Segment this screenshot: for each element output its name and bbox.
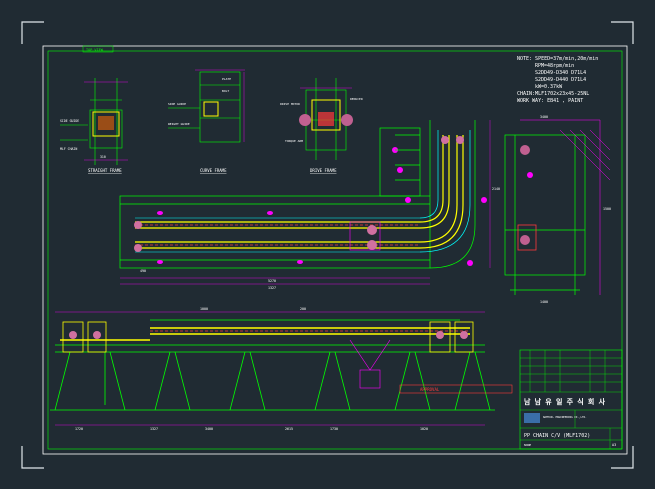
note-line: S2DD49-D340 D71L4 <box>535 70 586 76</box>
straight-frame-label: STRAIGHT FRAME <box>88 168 122 173</box>
sheet-inner-border <box>47 50 623 450</box>
company-name-en: NAMYUIL ENGINEERING CO.,LTD. <box>543 415 587 419</box>
drawing-size: A3 <box>612 443 616 447</box>
company-name-kr: 남 남 유 일 주 식 회 사 <box>524 397 606 406</box>
svg-text:SIDE GUIDE: SIDE GUIDE <box>168 102 186 106</box>
drive-frame-label: DRIVE FRAME <box>310 168 337 173</box>
dim-label: 490 <box>140 269 146 273</box>
approval-label: APPROVAL <box>420 387 440 392</box>
dim-label: 1400 <box>540 300 548 304</box>
note-line: S2DD49-D440 D71L4 <box>535 77 586 83</box>
dim-label: 1327 <box>268 286 276 290</box>
drawing-scale: NONE <box>524 443 531 447</box>
corner-markers <box>21 21 634 469</box>
dim-label: 1500 <box>603 207 611 211</box>
sheet-tab-box <box>82 45 114 53</box>
sheet-outer-border <box>42 45 628 455</box>
conveyor-top-view: 5270 1327 2140 490 <box>119 120 533 290</box>
drawing-title: PP CHAIN C/V (MLF1702) <box>524 433 590 439</box>
dim-label: 5270 <box>268 279 276 283</box>
curve-frame-view: SIDE GUIDE WEIGHT GUIDE PLATE BOLT CURVE… <box>168 69 245 173</box>
dim-label: 3400 <box>205 427 213 431</box>
svg-text:TORQUE ARM: TORQUE ARM <box>285 139 303 143</box>
note-line: kW=0.37kW <box>535 84 563 90</box>
note-line: RPM=48rpm/min <box>535 63 574 69</box>
svg-text:MLF CHAIN: MLF CHAIN <box>60 147 77 151</box>
end-view: 3400 1400 1500 <box>504 115 611 304</box>
dim-label: 1730 <box>330 427 338 431</box>
notes-block: NOTE: SPEED=37m/min,20m/min RPM=48rpm/mi… <box>517 56 598 104</box>
note-line: NOTE: SPEED=37m/min,20m/min <box>517 56 598 62</box>
dim-label: 310 <box>100 155 106 159</box>
dim-label: 1720 <box>75 427 83 431</box>
dim-label: 2615 <box>285 427 293 431</box>
dim-label: 3400 <box>540 115 548 119</box>
note-line: CHAIN:MLF1702x23x45-25NL <box>517 91 589 97</box>
title-block: APPROVAL 남 남 유 일 주 식 회 사 NAMYUIL ENGINEE… <box>399 349 623 450</box>
drive-frame-view: DRIVE MOTOR REDUCER TORQUE ARM DRIVE FRA… <box>280 78 363 173</box>
svg-text:WEIGHT GUIDE: WEIGHT GUIDE <box>168 122 190 126</box>
front-elevation: 1720 1327 3400 2615 1730 1020 1000 200 <box>50 307 495 431</box>
dim-label: 2140 <box>492 187 500 191</box>
svg-text:DRIVE MOTOR: DRIVE MOTOR <box>280 102 300 106</box>
dim-label: 1020 <box>420 427 428 431</box>
curve-frame-label: CURVE FRAME <box>200 168 227 173</box>
svg-text:REDUCER: REDUCER <box>350 97 363 101</box>
dim-label: 1000 <box>200 307 208 311</box>
straight-frame-view: SIDE GUIDE MLF CHAIN 310 STRAIGHT FRAME <box>60 78 128 173</box>
dim-label: 200 <box>300 307 306 311</box>
svg-text:BOLT: BOLT <box>222 89 229 93</box>
dim-label: 1327 <box>150 427 158 431</box>
sheet-tab-label: TOP VIEW <box>86 48 104 52</box>
svg-text:PLATE: PLATE <box>222 77 231 81</box>
svg-text:SIDE GUIDE: SIDE GUIDE <box>60 119 79 123</box>
note-line: WORK WAY: EB41 , PAINT <box>517 98 583 104</box>
